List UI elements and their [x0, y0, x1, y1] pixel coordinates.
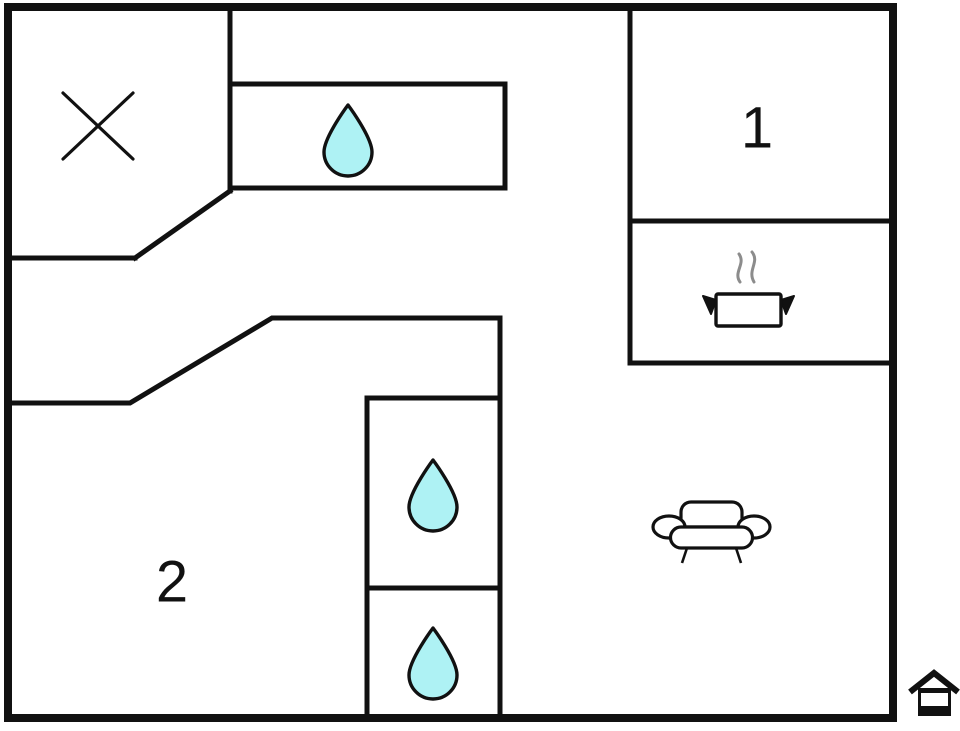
water-drop-icon — [322, 103, 374, 178]
sofa-icon — [651, 500, 772, 564]
exterior-wall — [4, 3, 897, 722]
cross-icon — [61, 91, 135, 161]
water-drop-icon — [407, 458, 459, 533]
cooking-pot-icon — [702, 250, 795, 328]
house-logo-icon — [908, 669, 960, 716]
water-drop-icon — [407, 626, 459, 701]
room-number-label-1: 1 — [741, 95, 773, 160]
wall-top-left-diagonal — [131, 187, 234, 262]
interior-walls — [5, 4, 896, 721]
wall-living-diagonal — [5, 315, 503, 406]
room-number-label-2: 2 — [156, 549, 188, 614]
